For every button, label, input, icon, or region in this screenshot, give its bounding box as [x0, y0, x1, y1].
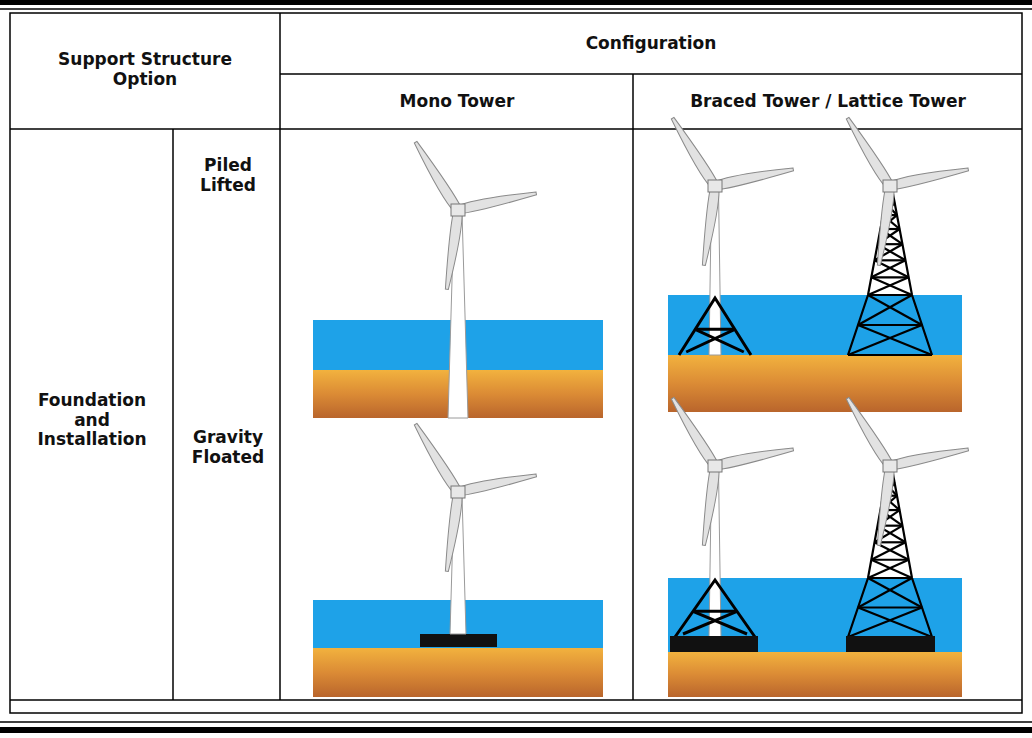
bottom-rule — [0, 721, 1032, 723]
header-cell: Support Structure Option — [45, 50, 245, 89]
gravity-base — [846, 636, 935, 652]
blade — [457, 470, 537, 497]
nacelle — [451, 486, 465, 498]
blade — [714, 164, 794, 191]
blade — [874, 465, 895, 546]
nacelle — [451, 204, 465, 216]
header-cell: Configuration — [501, 34, 801, 54]
column-heading: Braced Tower / Lattice Tower — [643, 92, 1013, 112]
rotor — [411, 140, 537, 290]
blade — [714, 444, 794, 471]
column-heading: Mono Tower — [307, 92, 607, 112]
blade — [843, 396, 894, 469]
rotor — [668, 116, 794, 266]
blade — [699, 185, 720, 266]
seabed — [668, 355, 962, 412]
rotor — [411, 422, 537, 572]
blade — [442, 491, 463, 572]
rotor — [668, 396, 794, 546]
seabed — [668, 652, 962, 697]
nacelle — [883, 460, 897, 472]
nacelle — [708, 460, 722, 472]
table-grid — [10, 13, 1022, 713]
blade — [457, 188, 537, 215]
blade — [699, 465, 720, 546]
gravity-base — [670, 636, 758, 652]
braced-jacket — [675, 580, 755, 637]
blade — [874, 185, 895, 266]
braced-jacket — [679, 298, 751, 355]
row-subheading: Piled Lifted — [187, 156, 269, 195]
gravity-base — [420, 634, 497, 647]
row-heading: Foundation and Installation — [27, 391, 157, 450]
turbine-scenes — [313, 116, 969, 697]
blade — [411, 140, 462, 213]
row-subheading: Gravity Floated — [182, 428, 274, 467]
blade — [889, 164, 969, 191]
seabed — [313, 648, 603, 697]
blade — [411, 422, 462, 495]
rotor — [843, 396, 969, 546]
blade — [889, 444, 969, 471]
blade — [668, 116, 719, 189]
top-rule — [0, 8, 1032, 10]
nacelle — [883, 180, 897, 192]
blade — [442, 209, 463, 290]
top-rule — [0, 0, 1032, 5]
blade — [668, 396, 719, 469]
rotor — [843, 116, 969, 266]
bottom-rule — [0, 727, 1032, 733]
nacelle — [708, 180, 722, 192]
blade — [843, 116, 894, 189]
